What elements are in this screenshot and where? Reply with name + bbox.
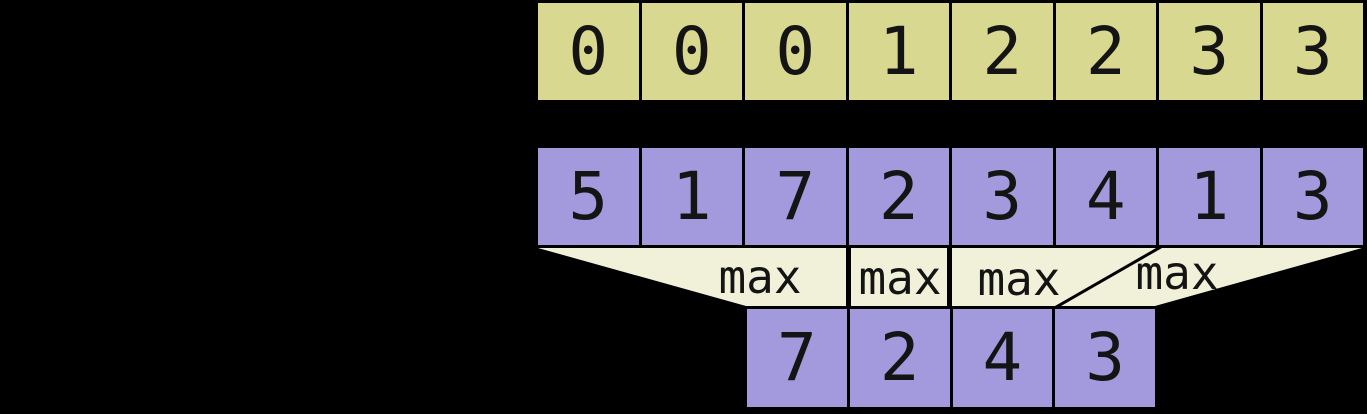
data-cell: 4	[1055, 148, 1156, 245]
max-funnel-shape-2	[851, 248, 947, 306]
data-row: 5 1 7 2 3 4 1 3	[535, 145, 1366, 248]
segment-id-cell: 0	[538, 3, 639, 100]
max-operation-label: max	[718, 250, 802, 304]
output-row: 7 2 4 3	[744, 306, 1158, 410]
data-cell: 2	[848, 148, 949, 245]
output-cell: 2	[849, 309, 950, 407]
max-operation-label: max	[858, 251, 942, 305]
data-cell: 1	[641, 148, 742, 245]
data-cell: 3	[1262, 148, 1363, 245]
segment-id-cell: 3	[1262, 3, 1363, 100]
output-cell: 7	[747, 309, 847, 407]
max-funnel-shape-4	[1061, 248, 1362, 306]
max-funnel-shape-3	[952, 248, 1156, 306]
segment-ids-row: 0 0 0 1 2 2 3 3	[535, 0, 1366, 103]
max-funnel-shape-1	[538, 248, 846, 306]
data-cell: 7	[745, 148, 846, 245]
output-cell: 4	[952, 309, 1053, 407]
data-cell: 3	[952, 148, 1053, 245]
max-operation-label: max	[1135, 246, 1219, 300]
segment-id-cell: 2	[1055, 3, 1156, 100]
segment-id-cell: 2	[952, 3, 1053, 100]
max-operation-label: max	[977, 252, 1061, 306]
data-cell: 1	[1159, 148, 1260, 245]
segment-id-cell: 1	[848, 3, 949, 100]
segment-id-cell: 3	[1159, 3, 1260, 100]
segment-id-cell: 0	[641, 3, 742, 100]
output-cell: 3	[1055, 309, 1155, 407]
segment-id-cell: 0	[745, 3, 846, 100]
data-cell: 5	[538, 148, 639, 245]
